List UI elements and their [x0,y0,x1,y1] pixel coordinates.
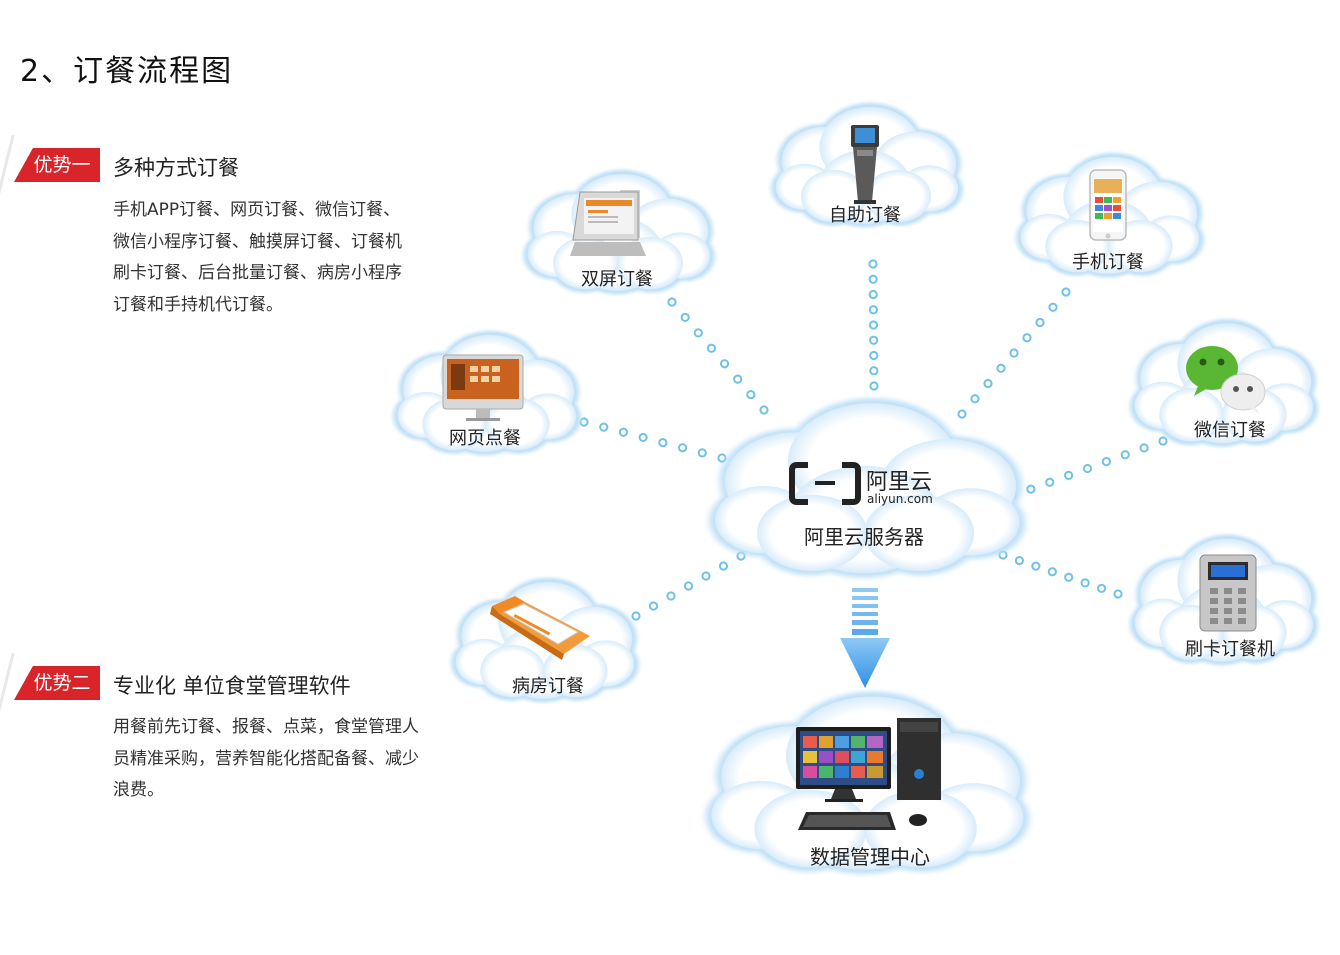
advantage-2-text: 用餐前先订餐、报餐、点菜，食堂管理人 员精准采购，营养智能化搭配备餐、减少 浪费… [113,717,419,800]
node-label-ward: 病房订餐 [512,676,584,697]
node-label-wechat: 微信订餐 [1194,420,1266,441]
smartphone-icon [1089,169,1127,241]
connector-self-service-dot [868,259,878,269]
advantage-1-text: 手机APP订餐、网页订餐、微信订餐、 微信小程序订餐、触摸屏订餐、订餐机 刷卡订… [113,200,402,315]
connector-wechat-dot [1045,477,1055,487]
connector-dual-screen-dot [680,312,690,323]
connector-dual-screen-dot [759,405,769,415]
node-label-self-service: 自助订餐 [829,205,901,226]
node-label-card: 刷卡订餐机 [1185,639,1275,660]
connector-card-dot [1031,561,1041,571]
connector-web-dot [579,417,589,427]
desktop-computer-icon [796,718,941,830]
page-title: 2、订餐流程图 [20,54,234,89]
connector-card-dot [1047,567,1057,577]
connector-card-dot [1080,578,1090,588]
node-label-web: 网页点餐 [449,428,521,449]
connector-ward-dot [701,571,711,581]
connector-mobile-dot [1035,317,1045,328]
connector-ward-dot [648,601,659,611]
connector-web-dot [677,443,688,453]
connector-mobile-dot [1061,287,1071,297]
connector-web-dot [697,448,707,458]
connector-ward-dot [666,591,676,601]
advantage-2-heading: 专业化 单位食堂管理软件 [113,674,351,698]
connector-web-dot [658,437,668,448]
down-arrow-icon [840,588,890,688]
connector-card-dot [1014,555,1025,566]
connector-self-service-dot [869,335,879,345]
connector-web-dot [599,422,609,432]
card-reader-icon [1199,554,1257,632]
connector-self-service-dot [869,350,879,361]
node-label-mobile: 手机订餐 [1072,252,1144,273]
connector-self-service-dot [868,289,878,300]
connector-dual-screen-dot [733,374,743,384]
connector-mobile-dot [1048,302,1058,312]
connector-web-dot [717,453,727,463]
connector-wechat-dot [1082,463,1093,474]
connector-mobile-dot [1022,333,1032,343]
connector-mobile-dot [970,394,980,404]
connector-web-dot [618,427,629,437]
connector-self-service-dot [868,305,878,315]
connector-wechat-dot [1120,450,1130,460]
handheld-terminal-icon [490,596,590,660]
node-label-dual-screen: 双屏订餐 [581,269,653,290]
connector-wechat-dot [1101,457,1111,467]
aliyun-logo-en: aliyun.com [867,492,933,506]
connector-web-dot [638,432,648,443]
connector-wechat-dot [1139,443,1149,453]
aliyun-logo-icon [789,462,861,505]
wechat-icon [1186,346,1266,414]
connector-ward-dot [631,611,641,621]
node-label-data-center: 数据管理中心 [810,845,930,869]
connector-mobile-dot [957,409,967,419]
connector-self-service-dot [868,274,878,284]
connector-self-service-dot [869,366,879,376]
desktop-monitor-icon [442,354,524,421]
connector-wechat-dot [1064,470,1074,480]
connector-self-service-dot [869,381,879,391]
center-label: 阿里云服务器 [804,525,924,549]
connector-card-dot [1096,583,1107,594]
connector-mobile-dot [983,378,993,389]
connector-mobile-dot [996,363,1006,373]
connector-mobile-dot [1009,348,1019,358]
connector-dual-screen-dot [746,389,756,400]
advantage-1-heading: 多种方式订餐 [113,156,239,180]
connector-self-service-dot [868,320,879,330]
aliyun-logo-cn: 阿里云 [866,470,932,495]
connector-ward-dot [683,581,694,591]
connector-dual-screen-dot [667,297,677,307]
kiosk-icon [851,125,879,204]
connector-card-dot [1064,572,1074,582]
connector-dual-screen-dot [693,328,703,338]
connector-dual-screen-dot [719,359,730,369]
connector-ward-dot [718,561,729,571]
connector-dual-screen-dot [706,343,717,353]
connector-wechat-dot [1026,484,1036,494]
connector-wechat-dot [1158,436,1168,446]
connector-card-dot [1113,589,1123,599]
pos-terminal-icon [570,190,646,256]
